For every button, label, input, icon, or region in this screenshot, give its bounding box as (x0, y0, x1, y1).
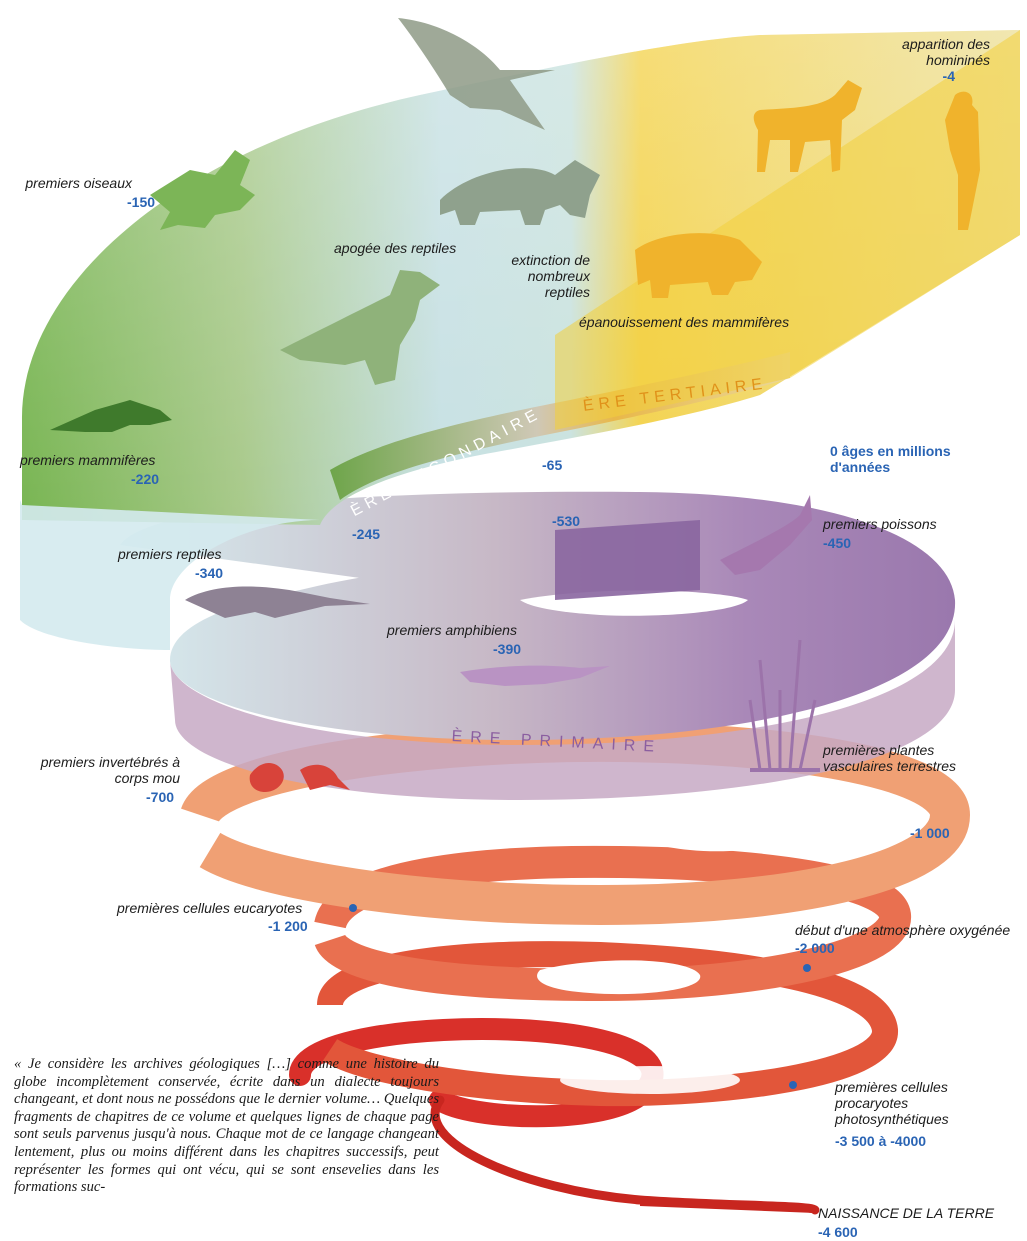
dot-procaryotes (789, 1081, 797, 1089)
naissance-value: -4 600 (818, 1224, 858, 1240)
axis-caption: 0 âges en millions d'années (830, 443, 980, 475)
amphibiens-label: premiers amphibiens (387, 622, 517, 638)
invertebres-value: -700 (146, 789, 174, 805)
poissons-value: -450 (823, 535, 851, 551)
plantes-label: premières plantes vasculaires terrestres (823, 742, 973, 774)
invertebres-label: premiers invertébrés à corps mou (20, 754, 180, 786)
procaryotes-label: premières cellules procaryotes photosynt… (835, 1079, 975, 1127)
mammiferes-value: -220 (131, 471, 159, 487)
hominines-label: apparition des homininés (850, 36, 990, 68)
atmosphere-value: -2 000 (795, 940, 835, 956)
eucaryotes-value: -1 200 (268, 918, 308, 934)
oiseaux-value: -150 (127, 194, 155, 210)
amphibiens-value: -390 (493, 641, 521, 657)
oiseaux-label: premiers oiseaux (20, 175, 132, 191)
extinction-label: extinction de nombreux reptiles (500, 252, 590, 300)
hominines-value: -4 (900, 68, 955, 84)
reptiles-value: -340 (195, 565, 223, 581)
atmosphere-label: début d'une atmosphère oxygénée (795, 922, 1010, 938)
poissons-label: premiers poissons (823, 516, 937, 532)
boundary-530: -530 (552, 513, 580, 529)
darwin-quote: « Je considère les archives géologiques … (14, 1056, 439, 1197)
epanouissement-label: épanouissement des mammifères (579, 314, 789, 330)
eucaryotes-label: premières cellules eucaryotes (117, 900, 302, 916)
apogee-label: apogée des reptiles (334, 240, 456, 256)
mille-value: -1 000 (910, 825, 950, 841)
dot-eucaryotes (349, 904, 357, 912)
dot-atmosphere (803, 964, 811, 972)
boundary-65: -65 (542, 457, 562, 473)
boundary-245: -245 (352, 526, 380, 542)
naissance-label: NAISSANCE DE LA TERRE (818, 1205, 994, 1221)
procaryotes-value: -3 500 à -4000 (835, 1133, 926, 1149)
mammiferes-label: premiers mammifères (20, 452, 155, 468)
reptiles-label: premiers reptiles (118, 546, 221, 562)
